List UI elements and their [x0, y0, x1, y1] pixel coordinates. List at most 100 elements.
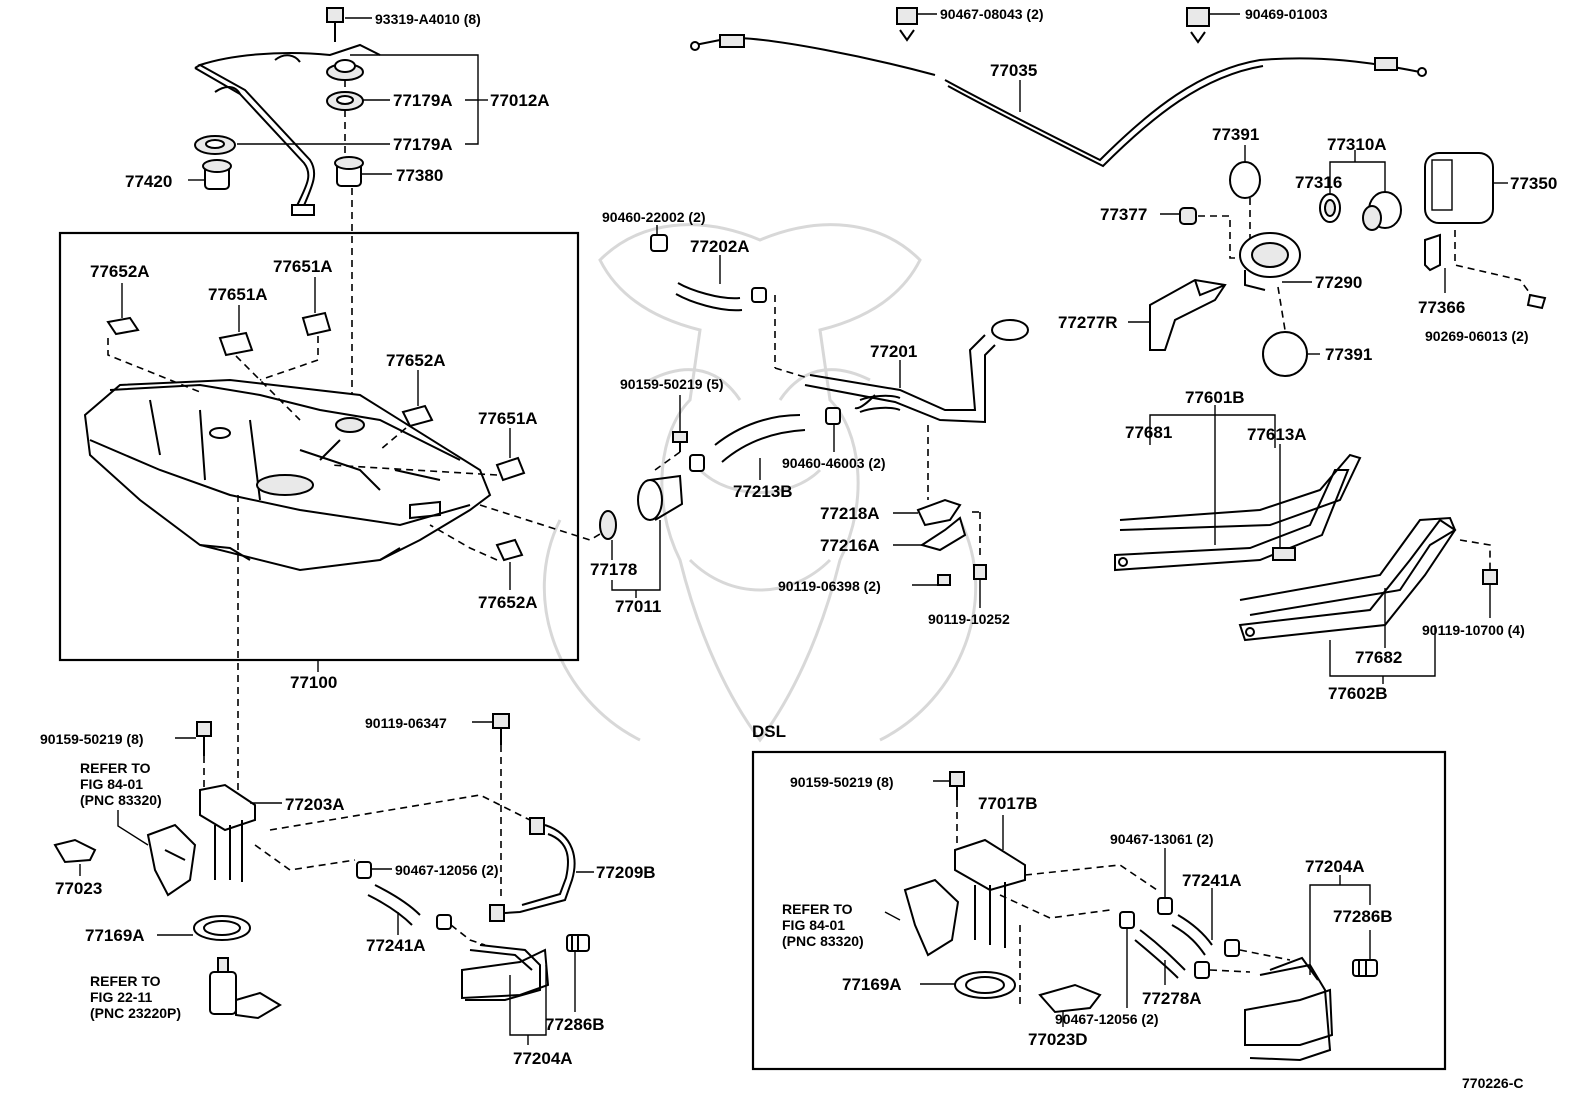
label-77682: 77682	[1355, 648, 1402, 667]
pad-77652a-1	[106, 316, 140, 336]
labels: 93319-A4010 (8) 77179A 77012A 77179A 774…	[40, 6, 1557, 1091]
label-90467-12056-a: 90467-12056 (2)	[395, 862, 499, 878]
label-77011: 77011	[615, 597, 661, 616]
strap-77601b	[1114, 469, 1350, 572]
gasket-77391-upper	[1229, 161, 1261, 199]
connector-77286b-1	[566, 934, 590, 952]
pad-77651a-3	[495, 456, 526, 482]
label-77681: 77681	[1125, 423, 1172, 442]
grommet-upper	[326, 59, 364, 81]
refer-a-line1: REFER TO	[80, 760, 151, 776]
label-77652a-1: 77652A	[90, 262, 150, 281]
lid-opener-77277r	[1149, 278, 1227, 351]
screw-90159-50219-8b	[949, 771, 965, 800]
pad-77652a-3	[495, 538, 524, 562]
label-90460-46003: 90460-46003 (2)	[782, 455, 886, 471]
clamp-90467-08043	[896, 7, 918, 42]
label-77202a: 77202A	[690, 237, 750, 256]
label-77179a-2: 77179A	[393, 135, 453, 154]
label-77169a-1: 77169A	[85, 926, 145, 945]
clamp-90467-12056-a	[356, 861, 372, 879]
label-77218a: 77218A	[820, 504, 880, 523]
label-77652a-3: 77652A	[478, 593, 538, 612]
label-77241a-2: 77241A	[1182, 871, 1242, 890]
label-90119-06398: 90119-06398 (2)	[778, 578, 881, 594]
gasket-77179a-lower	[194, 135, 236, 155]
pump-bracket-77017b	[954, 838, 1026, 948]
screw-90269-06013	[1526, 293, 1547, 310]
hinge-77366	[1424, 233, 1441, 272]
label-77380: 77380	[396, 166, 443, 185]
label-77391-2: 77391	[1325, 345, 1372, 364]
pad-77651a-2	[301, 311, 332, 337]
hose-77213b	[689, 394, 901, 472]
hose-77241a-2	[1171, 914, 1240, 957]
diagram-id: 770226-C	[1462, 1075, 1524, 1091]
fuel-lid-77350	[1424, 152, 1494, 224]
label-77179a-1: 77179A	[393, 91, 453, 110]
gasket-77391-lower	[1262, 331, 1308, 377]
label-77216a: 77216A	[820, 536, 880, 555]
hose-77209b	[489, 817, 576, 922]
grommet-77377	[1179, 207, 1197, 225]
gasket-77169a-2	[954, 971, 1016, 999]
clamp-90469-01003	[1186, 7, 1210, 44]
fuel-lid-opener-cable	[690, 34, 1427, 168]
label-77169a-2: 77169A	[842, 975, 902, 994]
label-93319-a4010: 93319-A4010 (8)	[375, 11, 481, 27]
label-77377: 77377	[1100, 205, 1147, 224]
clamp-90467-12056-b	[1119, 911, 1135, 929]
strap-77602b	[1238, 518, 1457, 642]
label-77100: 77100	[290, 673, 337, 692]
strap-77681	[1119, 453, 1362, 531]
sender-refer-dsl	[903, 878, 960, 957]
label-90119-10252: 90119-10252	[928, 611, 1010, 627]
vent-tube-assembly	[194, 43, 381, 216]
screw-90159-50219-5	[672, 431, 688, 452]
label-77204a-2: 77204A	[1305, 857, 1365, 876]
bolt-93319	[326, 7, 344, 42]
label-77203a: 77203A	[285, 795, 345, 814]
strap-77682	[1239, 516, 1457, 616]
hose-77202a	[650, 234, 767, 312]
label-90159-50219-8b: 90159-50219 (8)	[790, 774, 894, 790]
part-77023	[53, 838, 97, 864]
grommet-77380	[334, 156, 364, 187]
clip-90119-10252	[973, 564, 987, 580]
label-77277r: 77277R	[1058, 313, 1118, 332]
hose-77241a-1	[367, 884, 452, 930]
label-90460-22002: 90460-22002 (2)	[602, 209, 706, 225]
label-90467-08043: 90467-08043 (2)	[940, 6, 1044, 22]
bracket-77613a	[1272, 547, 1296, 561]
label-90119-10700: 90119-10700 (4)	[1422, 622, 1525, 638]
gasket-77316	[1319, 193, 1341, 223]
bolt-90119-06398	[937, 574, 951, 586]
bracket-77216a	[919, 516, 967, 552]
label-77391-1: 77391	[1212, 125, 1259, 144]
label-90469-01003: 90469-01003	[1245, 6, 1328, 22]
label-77651a-2: 77651A	[273, 257, 333, 276]
label-77651a-3: 77651A	[478, 409, 538, 428]
fuel-line-assy-77204a-1	[461, 944, 550, 1001]
refer-b-line1: REFER TO	[90, 973, 161, 989]
fuel-gauge-sender-refer	[146, 823, 197, 897]
filler-pipe-77201	[804, 319, 1029, 424]
dsl-group-frame	[751, 750, 1447, 1071]
label-77023d: 77023D	[1028, 1030, 1088, 1049]
refer-c-line2: FIG 84-01	[782, 917, 845, 933]
label-77204a-1: 77204A	[513, 1049, 573, 1068]
fuel-line-assy-77204a-2	[1244, 956, 1334, 1062]
label-77178: 77178	[590, 560, 637, 579]
bolt-90119-10700	[1482, 569, 1498, 585]
label-90467-13061: 90467-13061 (2)	[1110, 831, 1214, 847]
label-90119-06347: 90119-06347	[365, 715, 447, 731]
label-77286b-1: 77286B	[545, 1015, 605, 1034]
label-77420: 77420	[125, 172, 172, 191]
label-77316: 77316	[1295, 173, 1342, 192]
label-dsl: DSL	[752, 722, 786, 741]
screw-90159-50219-8a	[196, 721, 212, 756]
refer-a-line2: FIG 84-01	[80, 776, 143, 792]
filler-cap-housing-77290	[1239, 232, 1301, 291]
